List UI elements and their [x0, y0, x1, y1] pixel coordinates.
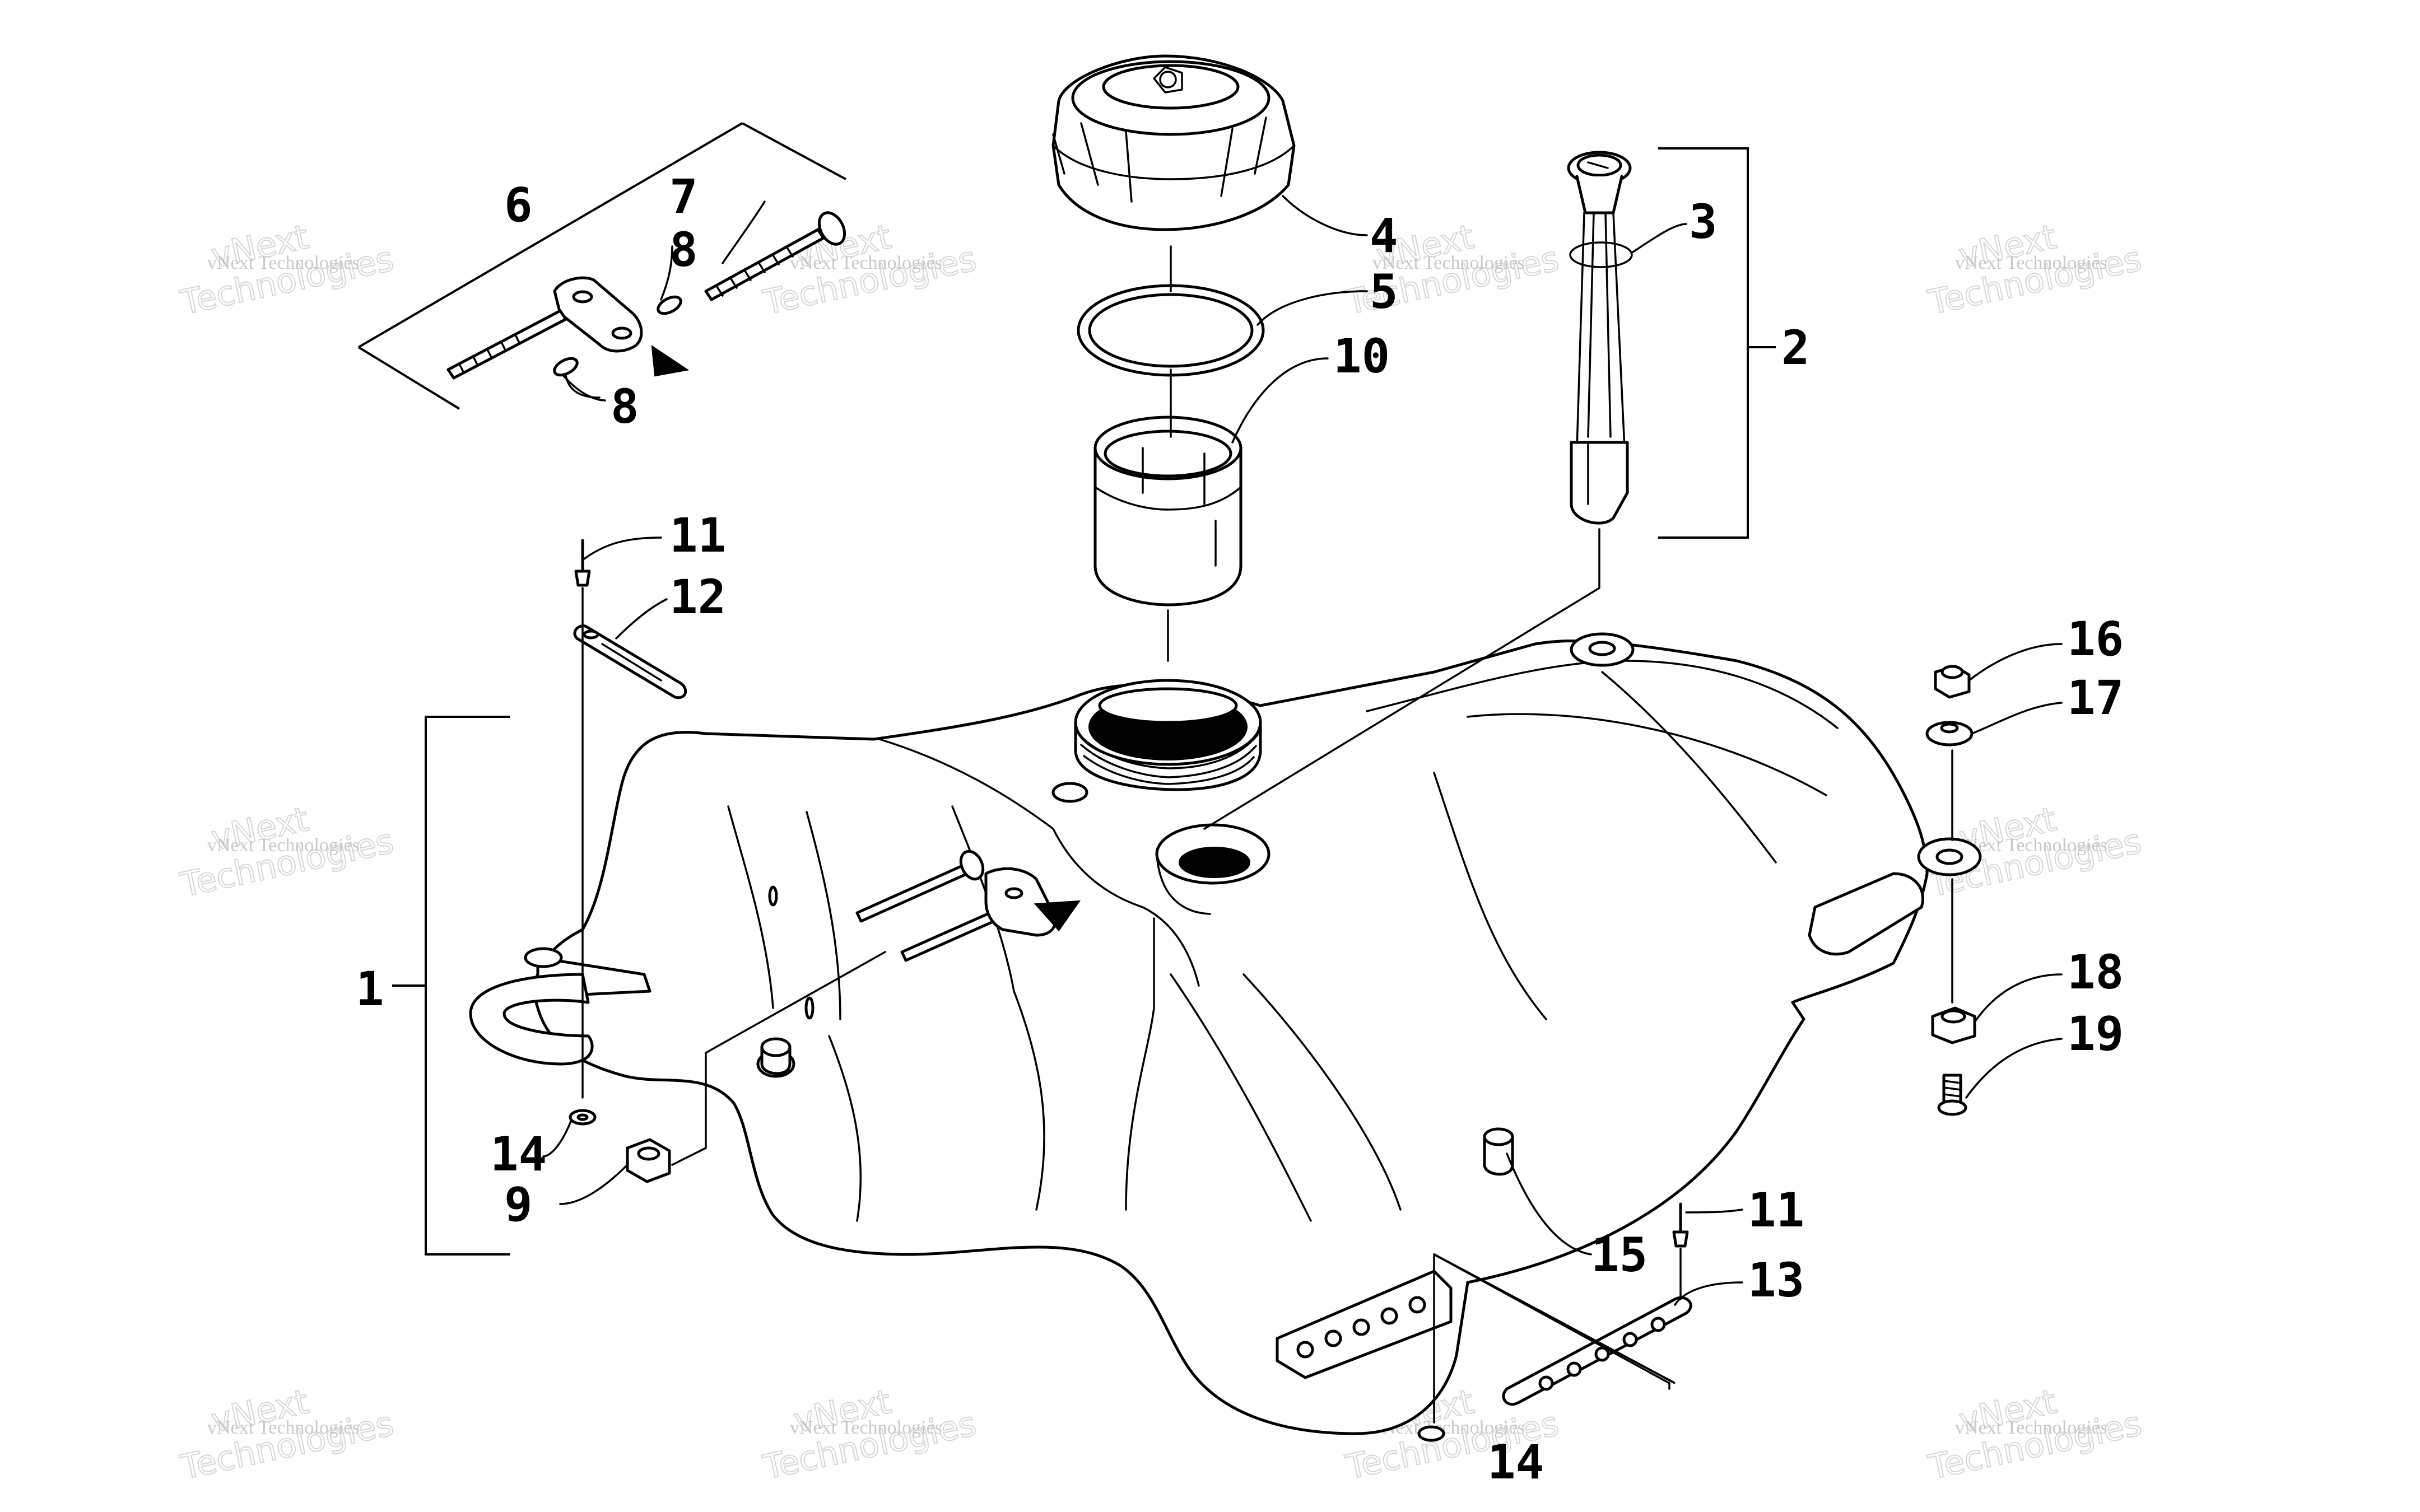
- watermark-text-3: vNext Technologies: [1372, 253, 1525, 273]
- callout-19: 19: [2067, 1006, 2124, 1061]
- bracket-sender-group: [1658, 147, 1749, 539]
- watermark-text-2: vNext Technologies: [790, 253, 942, 273]
- watermark-text-12: vNext Technologies: [1955, 1417, 2107, 1438]
- callout-1: 1: [356, 962, 384, 1016]
- callout-3: 3: [1689, 194, 1718, 249]
- callout-15: 15: [1591, 1228, 1648, 1282]
- callout-14-upper: 14: [490, 1127, 547, 1182]
- callout-14-lower: 14: [1487, 1435, 1544, 1490]
- callout-labels: 1 2 3 4 5 6 7 8 8 9 10 11 11 12 13 14 14…: [356, 169, 2124, 1490]
- callout-17: 17: [2067, 670, 2124, 725]
- callout-5: 5: [1370, 264, 1398, 319]
- callout-10: 10: [1333, 329, 1390, 384]
- bolt-kit: [357, 122, 846, 410]
- watermark-text-10: vNext Technologies: [790, 1417, 942, 1438]
- callout-8-lower: 8: [611, 379, 639, 434]
- fuel-gauge-sender: [1567, 151, 1633, 525]
- gasket: [1077, 284, 1265, 377]
- callout-8-upper: 8: [669, 222, 698, 277]
- callout-9: 9: [504, 1177, 533, 1232]
- callout-13: 13: [1748, 1253, 1804, 1308]
- strap-13: [1502, 1296, 1692, 1406]
- watermark-text-1: vNext Technologies: [207, 253, 360, 273]
- callout-16: 16: [2067, 612, 2124, 666]
- callout-18: 18: [2067, 945, 2124, 1000]
- fuel-cap: [1051, 54, 1296, 231]
- group-brackets: [392, 147, 1776, 1384]
- callout-11-upper: 11: [669, 508, 726, 563]
- watermark-text-9: vNext Technologies: [207, 1417, 360, 1438]
- fuel-tank: [469, 632, 1982, 1435]
- hardware: [569, 539, 1976, 1442]
- callout-2: 2: [1781, 320, 1810, 375]
- watermark-text-4: vNext Technologies: [1955, 253, 2107, 273]
- watermark-text-5: vNext Technologies: [207, 835, 360, 856]
- strap-12: [573, 624, 687, 699]
- callout-11-lower: 11: [1748, 1183, 1804, 1238]
- callout-4: 4: [1370, 208, 1398, 263]
- callout-12: 12: [669, 570, 726, 624]
- installed-bolts: [855, 850, 1081, 962]
- filler-sleeve: [1093, 416, 1242, 606]
- callout-6: 6: [504, 178, 533, 232]
- callout-7: 7: [669, 169, 698, 224]
